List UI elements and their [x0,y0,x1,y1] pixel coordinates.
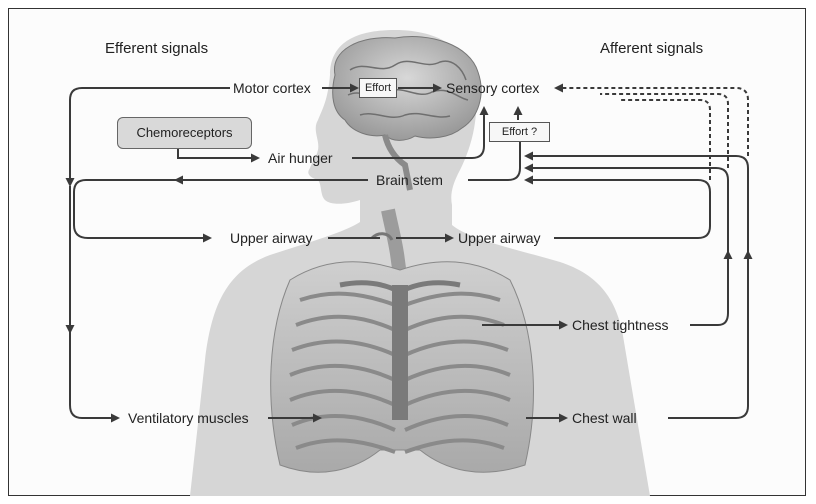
upper-airway-label-right: Upper airway [458,230,540,246]
ventilatory-muscles-label: Ventilatory muscles [128,410,249,426]
arrow-brainstem-to-effortq [468,142,520,180]
upper-airway-label-left: Upper airway [230,230,312,246]
effort-question-box: Effort ? [489,122,550,142]
arrow-brainstem-left-loop [74,180,210,238]
brain-stem-label: Brain stem [376,172,443,188]
chest-tightness-label: Chest tightness [572,317,669,333]
arrow-chest-wall-up [668,252,748,418]
motor-cortex-label: Motor cortex [233,80,311,96]
ribcage-illustration [271,262,534,472]
air-hunger-label: Air hunger [268,150,333,166]
arrow-upper-airway-right-loop [526,180,710,238]
sensory-cortex-label: Sensory cortex [446,80,539,96]
effort-box: Effort [359,78,397,98]
chest-wall-label: Chest wall [572,410,637,426]
arrow-tightness-up [690,252,728,325]
dashed-arrow-outer [556,88,748,156]
afferent-signals-header: Afferent signals [600,41,703,57]
arrow-left-rail-to-ventilatory [70,186,118,418]
efferent-signals-header: Efferent signals [105,41,208,57]
chemoreceptors-box: Chemoreceptors [117,117,252,149]
arrow-chemo-to-air-hunger [178,148,258,158]
dashed-afferent-arrows [556,88,748,180]
